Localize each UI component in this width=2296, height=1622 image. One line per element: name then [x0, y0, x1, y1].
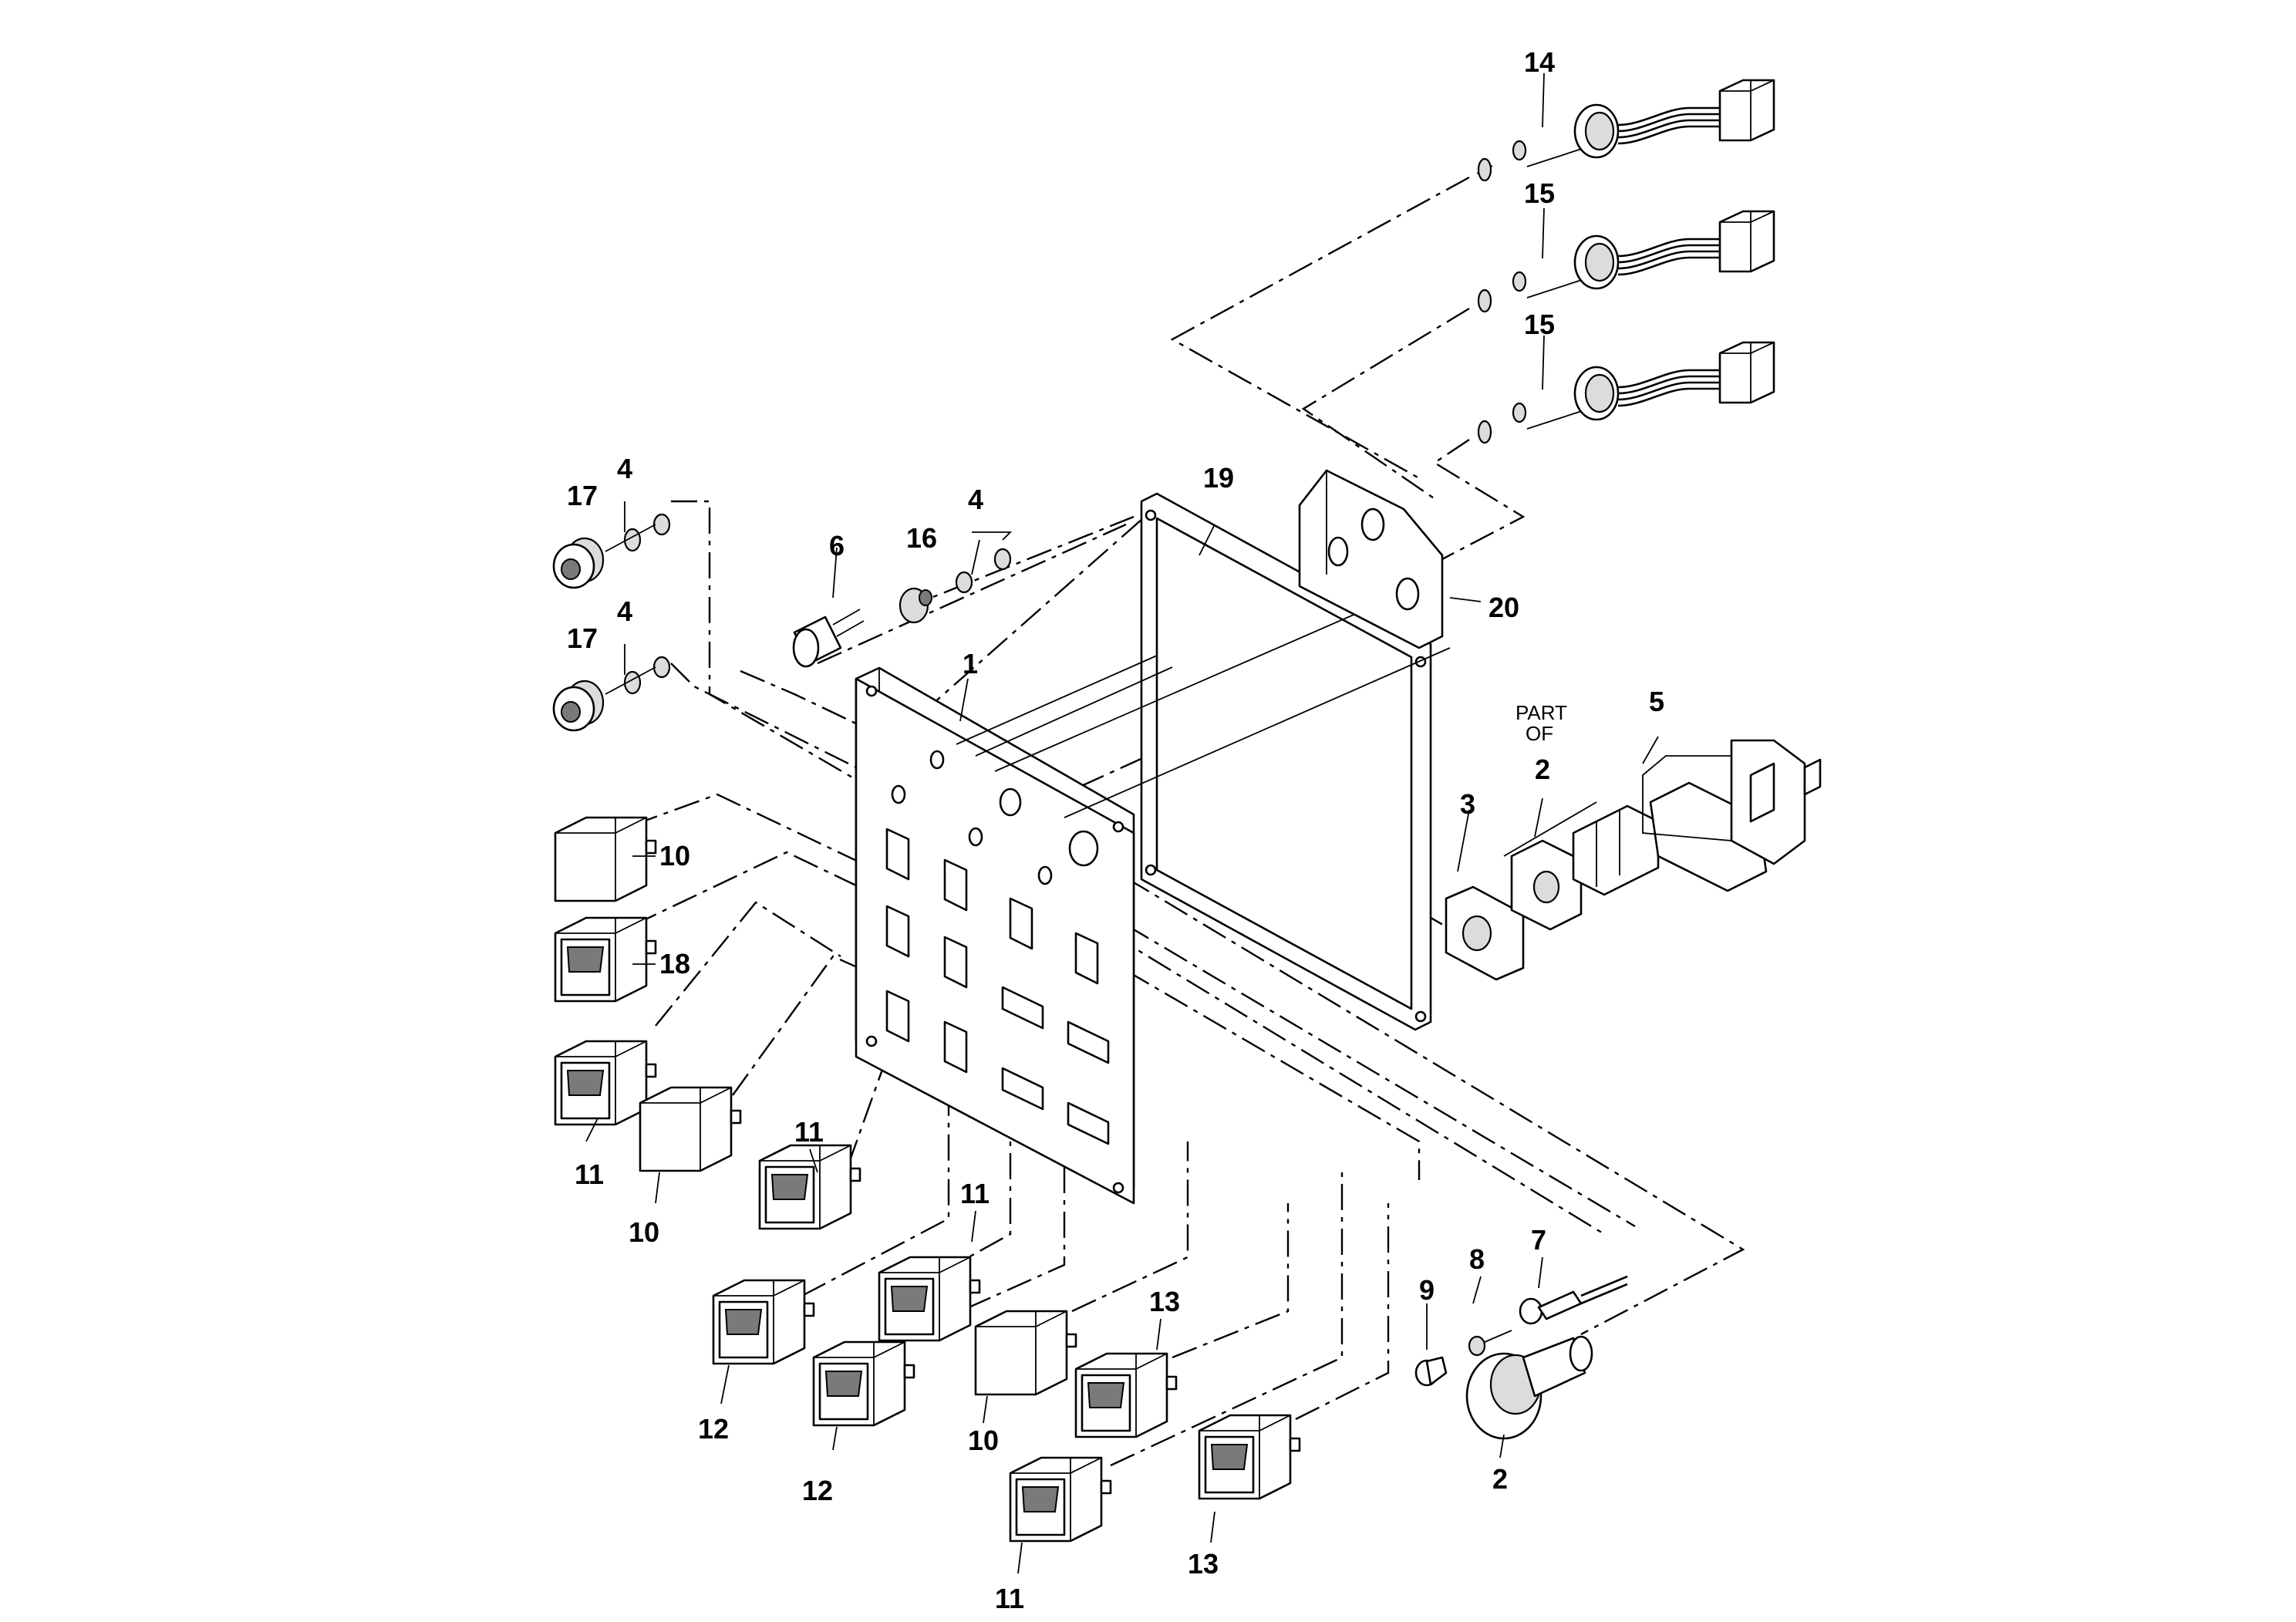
callout-10-a: 10: [659, 840, 690, 872]
switch-12-b: [812, 1340, 915, 1427]
callout-12-a: 12: [698, 1413, 729, 1445]
callout-9: 9: [1419, 1274, 1435, 1306]
callout-7: 7: [1531, 1224, 1546, 1256]
switch-10-c: [974, 1310, 1077, 1396]
potentiometer-15-lower: [1477, 341, 1775, 444]
control-panel-plate: [855, 666, 1135, 1205]
switch-13-a: [1074, 1352, 1178, 1438]
callout-4-lower: 4: [617, 595, 632, 627]
callout-13-b: 13: [1188, 1548, 1219, 1580]
switch-18: [554, 916, 657, 1003]
knob-17-lower: [552, 656, 671, 732]
switch-10-a: [554, 816, 657, 902]
mounting-bracket: [1298, 469, 1444, 649]
callout-10-c: 10: [968, 1425, 999, 1456]
callout-17-lower: 17: [567, 622, 598, 654]
callout-2-lower: 2: [1492, 1463, 1508, 1495]
callout-8: 8: [1469, 1243, 1485, 1275]
callout-19: 19: [1203, 462, 1234, 494]
switch-10-b: [639, 1086, 742, 1172]
callout-6: 6: [829, 530, 845, 561]
callout-12-b: 12: [802, 1475, 833, 1506]
callout-4-right: 4: [968, 484, 983, 515]
lamp-socket-6: [792, 609, 865, 668]
callout-11-b: 11: [794, 1116, 824, 1148]
part-of-note-line2: OF: [1526, 722, 1553, 745]
lens-16: [899, 548, 1012, 624]
part-of-note-line1: PART: [1515, 701, 1567, 724]
callout-2-upper: 2: [1535, 754, 1550, 785]
switch-12-a: [712, 1279, 815, 1365]
callout-11-a: 11: [575, 1158, 604, 1190]
callout-1: 1: [963, 648, 978, 679]
switch-13-b: [1198, 1414, 1301, 1500]
switch-11-c: [878, 1256, 981, 1342]
emergency-stop-button-2: [1465, 1335, 1593, 1440]
emergency-stop-assembly: [1445, 739, 1822, 981]
callout-labels: 1 19 20 14 15 15 17 4 17 4 6 16 4 PART O…: [567, 46, 1664, 1614]
knob-17-upper: [552, 513, 671, 589]
callout-20: 20: [1489, 592, 1519, 623]
callout-11-c: 11: [960, 1178, 990, 1209]
callout-18: 18: [659, 948, 690, 980]
callout-4-upper: 4: [617, 453, 632, 484]
callout-15-lower: 15: [1524, 309, 1555, 340]
callout-5: 5: [1649, 686, 1664, 717]
callout-17-upper: 17: [567, 480, 598, 511]
switch-11-b: [758, 1144, 861, 1230]
potentiometer-14: [1476, 79, 1775, 182]
panel-alignment-lines: [956, 585, 1451, 818]
callout-14: 14: [1524, 46, 1555, 78]
callout-13-a: 13: [1149, 1286, 1180, 1317]
potentiometer-15-upper: [1477, 210, 1775, 313]
callout-16: 16: [906, 522, 937, 554]
callout-15-upper: 15: [1524, 177, 1555, 209]
lamp-parts-7-8-9: [1414, 1275, 1628, 1387]
callout-3: 3: [1460, 788, 1475, 820]
callout-11-d: 11: [995, 1583, 1024, 1614]
switch-11-d: [1009, 1456, 1112, 1543]
callout-leaders: [585, 73, 1659, 1574]
callout-10-b: 10: [629, 1216, 659, 1248]
gasket: [1140, 492, 1432, 1031]
